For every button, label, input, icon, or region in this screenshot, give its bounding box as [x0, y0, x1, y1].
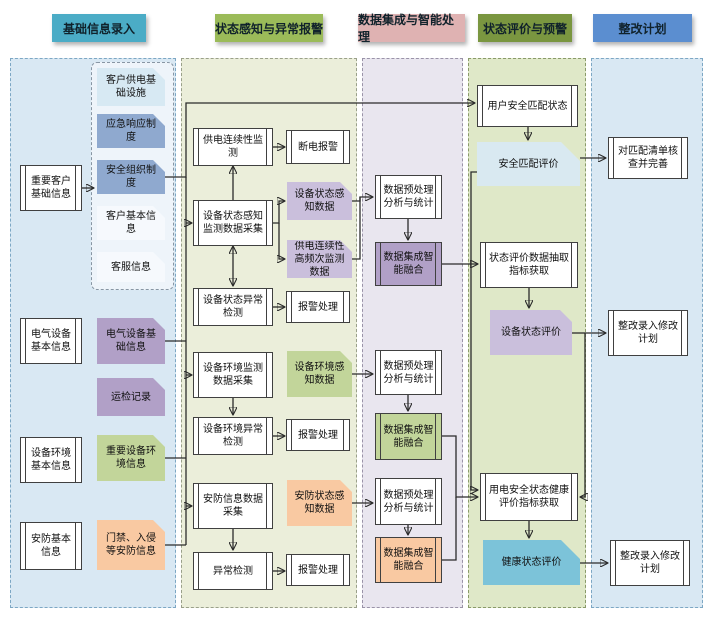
node-match-list-check: 对匹配清单核查并完善	[608, 137, 688, 179]
node-label: 整改录入修改计划	[620, 551, 680, 575]
node-continuity-high-frequency-data: 供电连续性高频次监测数据	[287, 240, 352, 278]
node-label: 用户安全匹配状态	[487, 100, 568, 112]
node-data-fusion-1: 数据集成智能融合	[375, 242, 442, 286]
node-label: 设备状态感知数据	[288, 183, 351, 219]
node-label: 数据集成智能融合	[383, 424, 434, 449]
node-label: 安防基本信息	[31, 534, 71, 558]
node-alarm-handling-1: 报警处理	[286, 291, 350, 323]
node-equipment-env-basic-info: 设备环境基本信息	[20, 437, 82, 483]
node-label: 设备环境异常检测	[203, 424, 263, 448]
node-plan-entry-2: 整改录入修改计划	[610, 540, 690, 586]
lane-header-basic-info: 基础信息录入	[52, 14, 146, 42]
node-health-index-acquisition: 用电安全状态健康评价指标获取	[480, 473, 578, 521]
node-label: 报警处理	[298, 564, 338, 576]
lane-header-plan: 整改计划	[593, 14, 692, 42]
node-label: 电气设备基本信息	[31, 329, 71, 353]
node-security-basic-info: 安防基本信息	[20, 522, 82, 570]
node-label: 安全匹配评价	[478, 143, 579, 185]
node-env-sense-data: 设备环境感知数据	[287, 351, 352, 397]
node-label: 数据预处理分析与统计	[383, 185, 434, 209]
node-label: 设备状态感知监测数据采集	[203, 211, 263, 235]
node-label: 供电连续性高频次监测数据	[288, 241, 351, 277]
node-customer-power-infrastructure: 客户供电基础设施	[97, 68, 165, 106]
node-emergency-response-system: 应急响应制度	[97, 114, 165, 148]
node-data-fusion-3: 数据集成智能融合	[375, 537, 442, 583]
node-anomaly-detection: 异常检测	[193, 552, 273, 590]
node-label: 状态评价数据抽取指标获取	[489, 253, 569, 277]
node-label: 客户基本信息	[98, 207, 164, 239]
node-label: 数据预处理分析与统计	[383, 360, 434, 385]
node-outage-alarm: 断电报警	[286, 130, 350, 164]
node-health-status-evaluation: 健康状态评价	[483, 540, 580, 585]
node-data-fusion-2: 数据集成智能融合	[375, 413, 442, 460]
node-label: 客户供电基础设施	[98, 69, 164, 105]
node-label: 门禁、入侵等安防信息	[98, 521, 164, 569]
node-security-info-collection: 安防信息数据采集	[193, 483, 273, 529]
node-label: 数据集成智能融合	[383, 548, 434, 572]
lane-header-status-eval: 状态评价与预警	[478, 14, 572, 42]
node-env-anomaly-detection: 设备环境异常检测	[193, 417, 273, 455]
lane-data-integration	[362, 58, 463, 608]
node-key-equipment-env-info: 重要设备环境信息	[97, 435, 165, 481]
node-device-state-monitoring-collection: 设备状态感知监测数据采集	[193, 200, 273, 246]
node-safety-organization-system: 安全组织制度	[97, 160, 165, 194]
edges-lane3	[352, 197, 477, 561]
node-label: 应急响应制度	[98, 115, 164, 147]
node-plan-entry-1: 整改录入修改计划	[608, 310, 688, 356]
node-device-state-evaluation: 设备状态评价	[490, 310, 572, 355]
node-device-state-anomaly-detection: 设备状态异常检测	[193, 288, 273, 326]
node-label: 设备状态评价	[491, 311, 571, 354]
node-alarm-handling-2: 报警处理	[286, 419, 350, 451]
node-inspection-record: 运检记录	[97, 378, 165, 416]
node-label: 设备状态异常检测	[203, 295, 263, 319]
node-power-continuity-monitoring: 供电连续性监测	[193, 128, 273, 166]
node-label: 供电连续性监测	[203, 135, 263, 159]
node-label: 客服信息	[98, 253, 164, 281]
node-data-preprocess-3: 数据预处理分析与统计	[375, 478, 442, 525]
node-important-customer-basic-info: 重要客户基础信息	[20, 165, 82, 211]
node-label: 电气设备基础信息	[98, 319, 164, 363]
node-user-safety-match-status: 用户安全匹配状态	[477, 85, 578, 127]
node-label: 数据预处理分析与统计	[383, 489, 434, 514]
node-label: 安防状态感知数据	[288, 481, 351, 525]
node-env-monitoring-collection: 设备环境监测数据采集	[193, 352, 273, 398]
node-access-intrusion-security-info: 门禁、入侵等安防信息	[97, 520, 165, 570]
edges-lane1	[82, 103, 474, 546]
edges-lane2	[233, 147, 284, 571]
node-customer-service-info: 客服信息	[97, 252, 165, 282]
node-label: 异常检测	[213, 565, 253, 577]
lane-header-status-sense: 状态感知与异常报警	[215, 14, 323, 42]
node-label: 报警处理	[298, 301, 338, 313]
node-label: 安全组织制度	[98, 161, 164, 193]
node-alarm-handling-3: 报警处理	[286, 554, 350, 586]
node-label: 设备环境监测数据采集	[203, 363, 263, 387]
node-data-preprocess-2: 数据预处理分析与统计	[375, 350, 442, 395]
node-label: 对匹配清单核查并完善	[618, 146, 678, 170]
node-label: 断电报警	[298, 141, 338, 153]
node-label: 报警处理	[298, 429, 338, 441]
node-safety-match-evaluation: 安全匹配评价	[477, 142, 580, 186]
node-security-state-sense-data: 安防状态感知数据	[287, 480, 352, 526]
node-label: 用电安全状态健康评价指标获取	[489, 485, 569, 509]
node-device-state-sense-data: 设备状态感知数据	[287, 182, 352, 220]
edges-lane4	[471, 127, 607, 563]
node-eval-data-extraction: 状态评价数据抽取指标获取	[480, 242, 578, 288]
node-label: 健康状态评价	[484, 541, 579, 584]
node-label: 整改录入修改计划	[618, 321, 678, 345]
node-label: 安防信息数据采集	[203, 494, 263, 518]
node-label: 重要设备环境信息	[98, 436, 164, 480]
node-electrical-equipment-basic-info: 电气设备基本信息	[20, 318, 82, 364]
node-label: 运检记录	[98, 379, 164, 415]
lane-header-data-integration: 数据集成与智能处理	[358, 13, 465, 44]
node-data-preprocess-1: 数据预处理分析与统计	[375, 175, 442, 219]
node-label: 设备环境基本信息	[31, 448, 71, 472]
node-label: 设备环境感知数据	[288, 352, 351, 396]
node-electrical-equipment-base-info: 电气设备基础信息	[97, 318, 165, 364]
node-customer-basic-info: 客户基本信息	[97, 206, 165, 240]
node-label: 数据集成智能融合	[383, 252, 434, 276]
node-label: 重要客户基础信息	[31, 176, 71, 200]
